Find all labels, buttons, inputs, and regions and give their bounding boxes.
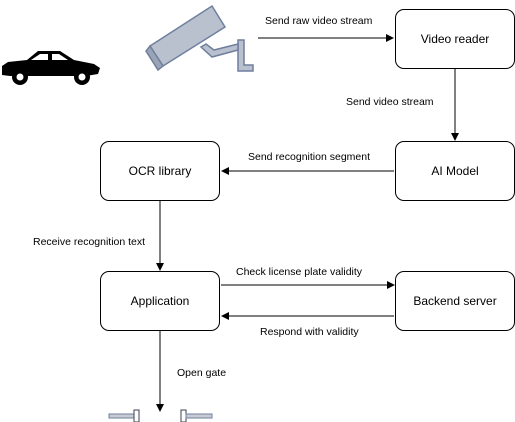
application-node: Application <box>100 271 220 331</box>
application-label: Application <box>130 294 190 308</box>
edge-label-app-to-gate: Open gate <box>177 367 227 379</box>
edge-label-reader-to-ai: Send video stream <box>346 96 434 108</box>
ai-model-label: AI Model <box>431 164 479 178</box>
gate-barrier-icon <box>108 409 213 422</box>
security-camera-icon <box>145 4 254 72</box>
edge-label-app-to-backend: Check license plate validity <box>236 266 363 278</box>
car-icon <box>2 51 100 85</box>
ocr-library-node: OCR library <box>100 141 220 201</box>
edge-label-backend-to-app: Respond with validity <box>260 326 359 338</box>
edge-label-ocr-to-app: Receive recognition text <box>33 236 146 248</box>
edge-label-ai-to-ocr: Send recognition segment <box>248 151 370 163</box>
backend-server-label: Backend server <box>413 294 497 308</box>
ai-model-node: AI Model <box>395 141 515 201</box>
backend-server-node: Backend server <box>395 271 515 331</box>
edge-label-camera-to-reader: Send raw video stream <box>265 15 373 27</box>
video-reader-node: Video reader <box>395 9 515 69</box>
video-reader-label: Video reader <box>420 32 490 46</box>
ocr-library-label: OCR library <box>128 164 192 178</box>
